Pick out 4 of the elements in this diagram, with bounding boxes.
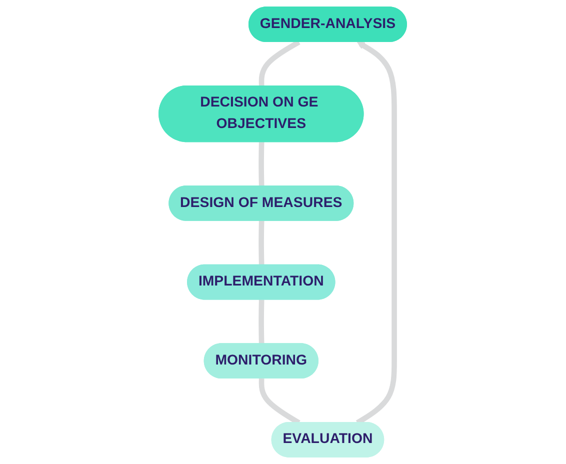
connector xyxy=(258,142,264,186)
connector xyxy=(258,300,264,344)
connector xyxy=(259,40,301,86)
connector xyxy=(258,220,264,266)
